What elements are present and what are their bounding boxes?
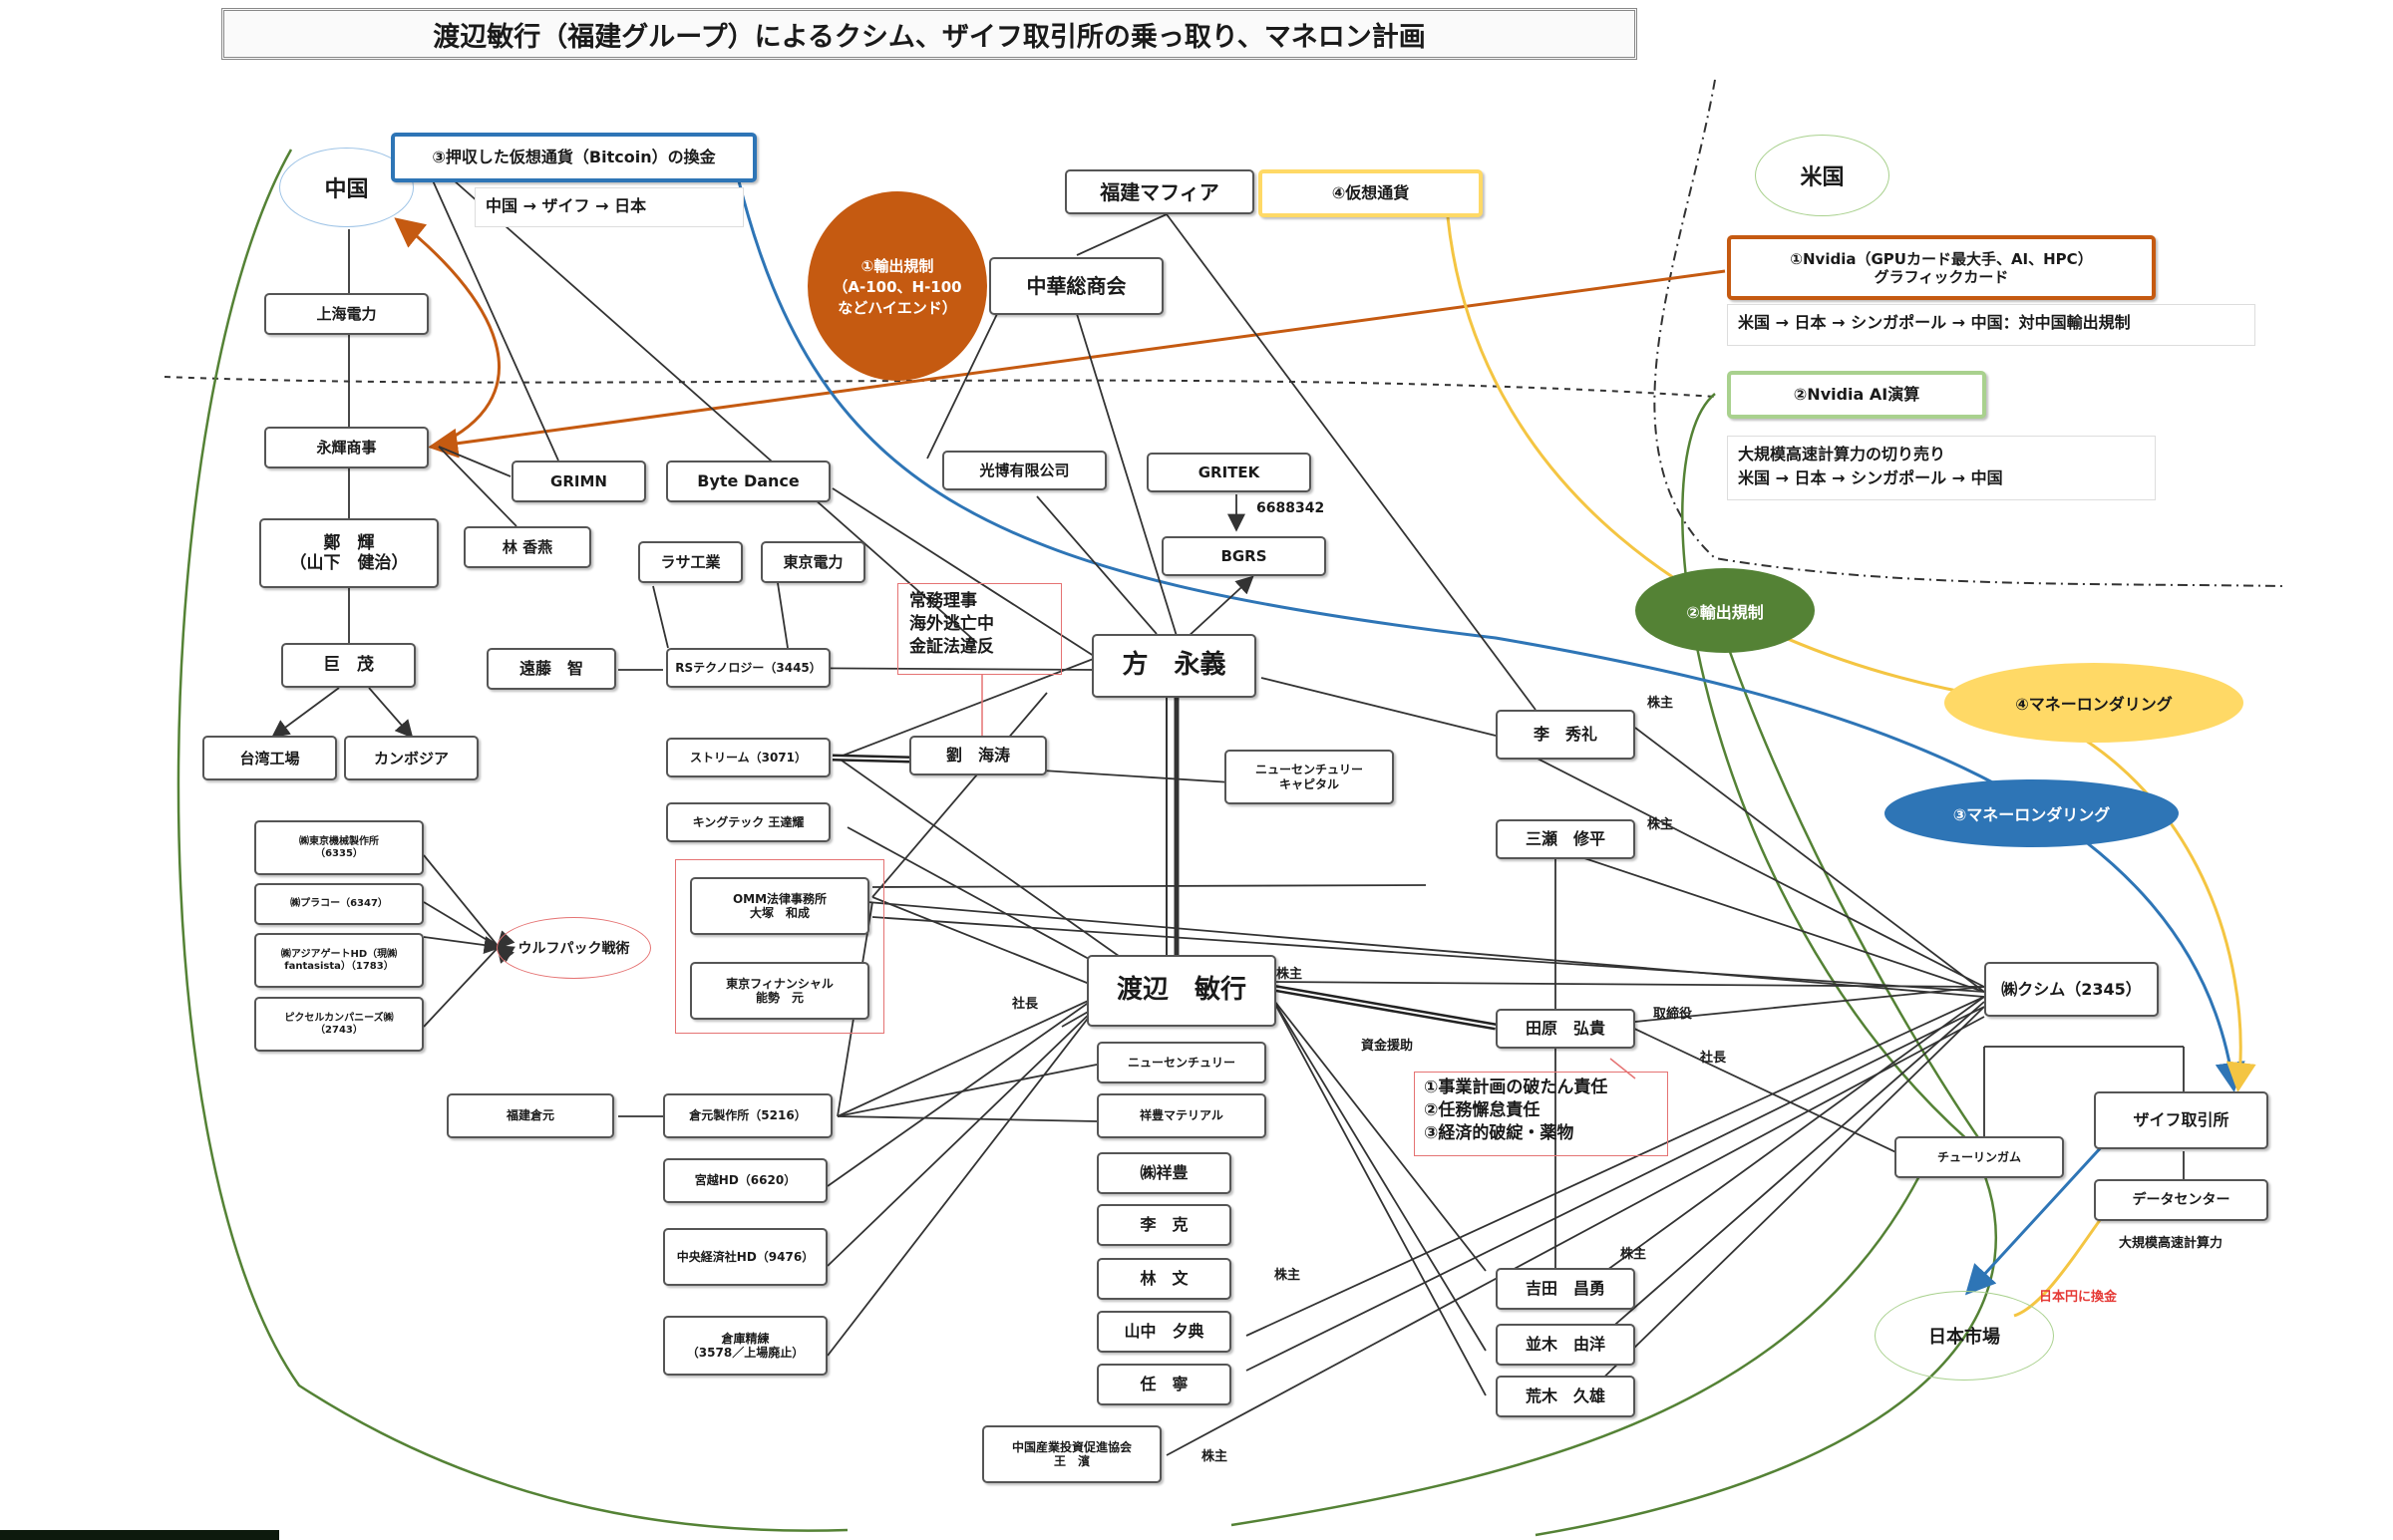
callout-export-control-1: ①輸出規制 （A-100、H-100などハイエンド）: [808, 191, 987, 381]
node-bgrs: BGRS: [1162, 536, 1326, 576]
callout-crypto4: ④仮想通貨: [1258, 169, 1483, 217]
label-shareholder-4: 株主: [1620, 1247, 1647, 1262]
node-yonghui: 永輝商事: [264, 427, 429, 468]
photo-strip: [0, 1530, 279, 1540]
note-datacenter: 大規模高速計算力: [2119, 1236, 2223, 1251]
node-fang-yongyi: 方 永義: [1092, 634, 1256, 698]
callout-nvidia-2-route: 大規模高速計算力の切り売り 米国 → 日本 → シンガポール → 中国: [1727, 436, 2156, 500]
callout-export-control-2: ②輸出規制: [1635, 568, 1815, 653]
usa-border-line: [1653, 79, 2284, 587]
node-gritek: GRITEK: [1147, 453, 1311, 492]
node-turing: チューリンガム: [1894, 1136, 2064, 1178]
node-kuramoto: 倉元製作所（5216）: [663, 1093, 833, 1138]
omm-group-box: [675, 859, 884, 1034]
node-shoho-kk: ㈱祥豊: [1097, 1152, 1231, 1194]
node-rs-technology: RSテクノロジー（3445）: [666, 648, 831, 688]
node-yoshida: 吉田 昌勇: [1496, 1268, 1635, 1310]
node-datacenter: データセンター: [2094, 1179, 2268, 1221]
node-grimn: GRIMN: [512, 461, 646, 502]
official-note-box: [897, 583, 1062, 675]
label-shareholder-1: 株主: [1647, 696, 1674, 711]
label-shareholder-2: 株主: [1647, 817, 1674, 832]
node-new-century: ニューセンチュリー: [1097, 1042, 1266, 1083]
node-watanabe: 渡辺 敏行: [1087, 955, 1276, 1027]
node-plaro: ㈱プラコー（6347）: [254, 883, 424, 925]
node-fukken-kuramoto: 福建倉元: [447, 1093, 614, 1138]
node-stream: ストリーム（3071）: [666, 738, 831, 777]
callout-nvidia-2: ②Nvidia AI演算: [1727, 371, 1986, 419]
label-director: 取締役: [1653, 1007, 1693, 1022]
node-ren-ning: 任 寧: [1097, 1364, 1231, 1405]
callout-bitcoin-title: ③押収した仮想通貨（Bitcoin）の換金: [391, 133, 757, 182]
callout-nvidia-1: ①Nvidia（GPUカード最大手、AI、HPC） グラフィックカード: [1727, 235, 2156, 300]
page-title: 渡辺敏行（福建グループ）によるクシム、ザイフ取引所の乗っ取り、マネロン計画: [221, 8, 1637, 60]
node-tokyo-financial: 東京フィナンシャル 能勢 元: [690, 962, 869, 1020]
responsibility-box: [1414, 1072, 1668, 1156]
label-funding: 資金援助: [1361, 1039, 1414, 1054]
border-dashed-line: [164, 376, 1716, 398]
node-kyomo: 巨 茂: [281, 643, 416, 688]
node-kushim: ㈱クシム（2345）: [1984, 962, 2159, 1017]
node-lin-wen: 林 文: [1097, 1258, 1231, 1300]
node-namiki: 並木 由洋: [1496, 1324, 1635, 1366]
node-araki: 荒木 久雄: [1496, 1376, 1635, 1417]
callout-money-laundering-4: ④マネーロンダリング: [1944, 663, 2243, 743]
node-endo: 遠藤 智: [487, 648, 616, 690]
label-president-2: 社長: [1700, 1051, 1727, 1066]
label-shareholder-6: 株主: [1201, 1449, 1228, 1464]
node-kingtech: キングテック 王達耀: [666, 802, 831, 842]
node-tepco: 東京電力: [761, 541, 865, 583]
node-lin-xiangyan: 林 香燕: [464, 526, 591, 568]
official-note: 常務理事 海外逃亡中 金証法違反: [909, 591, 994, 657]
node-li-ke: 李 克: [1097, 1204, 1231, 1246]
node-chinese-chamber: 中華総商会: [989, 257, 1164, 315]
node-chuo-keizai: 中央経済社HD（9476）: [663, 1228, 828, 1286]
node-kobo: 光博有限公司: [942, 451, 1107, 490]
node-miyakoshi: 宮越HD（6620）: [663, 1158, 828, 1203]
china-sphere-line: [176, 149, 849, 1532]
node-china-promo: 中国産業投資促進協会 王 濱: [982, 1425, 1162, 1483]
region-usa: 米国: [1755, 135, 1889, 216]
node-tokyo-kikai: ㈱東京機械製作所 （6335）: [254, 820, 424, 875]
callout-money-laundering-3: ③マネーロンダリング: [1884, 779, 2179, 847]
node-yamanaka: 山中 夕典: [1097, 1311, 1231, 1353]
callout-wolfpack: ウルフパック戦術: [497, 917, 651, 979]
callout-bitcoin-route: 中国 → ザイフ → 日本: [475, 187, 744, 227]
node-li-xiuli: 李 秀礼: [1496, 710, 1635, 760]
region-china: 中国: [279, 148, 414, 227]
node-fujian-mafia: 福建マフィア: [1065, 169, 1254, 214]
label-president-1: 社長: [1012, 997, 1039, 1012]
callout-nvidia-1-route: 米国 → 日本 → シンガポール → 中国：対中国輸出規制: [1727, 304, 2255, 346]
node-lasa: ラサ工業: [638, 541, 743, 583]
node-asia-gate: ㈱アジアゲートHD（現㈱ fantasista）（1783）: [254, 933, 424, 988]
node-shoho: 祥豊マテリアル: [1097, 1093, 1266, 1138]
node-bytedance: Byte Dance: [666, 461, 831, 502]
node-liu-haitao: 劉 海涛: [909, 736, 1047, 775]
node-shanghai-power: 上海電力: [264, 293, 429, 335]
responsibility-note: ①事業計画の破たん責任 ②任務懈怠責任 ③経済的破綻・薬物: [1424, 1078, 1608, 1143]
node-new-century-capital: ニューセンチュリー キャピタル: [1224, 750, 1394, 804]
node-taiwan-factory: 台湾工場: [202, 736, 337, 780]
node-tahara: 田原 弘貴: [1496, 1009, 1635, 1049]
label-shareholder-3: 株主: [1276, 967, 1303, 982]
node-tei-ki: 鄭 輝 （山下 健治）: [259, 518, 439, 588]
node-omm: OMM法律事務所 大塚 和成: [690, 877, 869, 935]
label-shareholder-5: 株主: [1274, 1268, 1301, 1283]
node-zaif: ザイフ取引所: [2094, 1091, 2268, 1149]
node-code-6688342: 6688342: [1256, 500, 1325, 516]
region-japan-market: 日本市場: [1875, 1291, 2054, 1381]
node-mise: 三瀬 修平: [1496, 819, 1635, 859]
note-yen-convert: 日本円に換金: [2039, 1290, 2118, 1305]
node-cambodia: カンボジア: [344, 736, 479, 780]
node-pixel: ピクセルカンパニーズ㈱ （2743）: [254, 997, 424, 1052]
node-kurabo: 倉庫精練 （3578／上場廃止）: [663, 1316, 828, 1376]
